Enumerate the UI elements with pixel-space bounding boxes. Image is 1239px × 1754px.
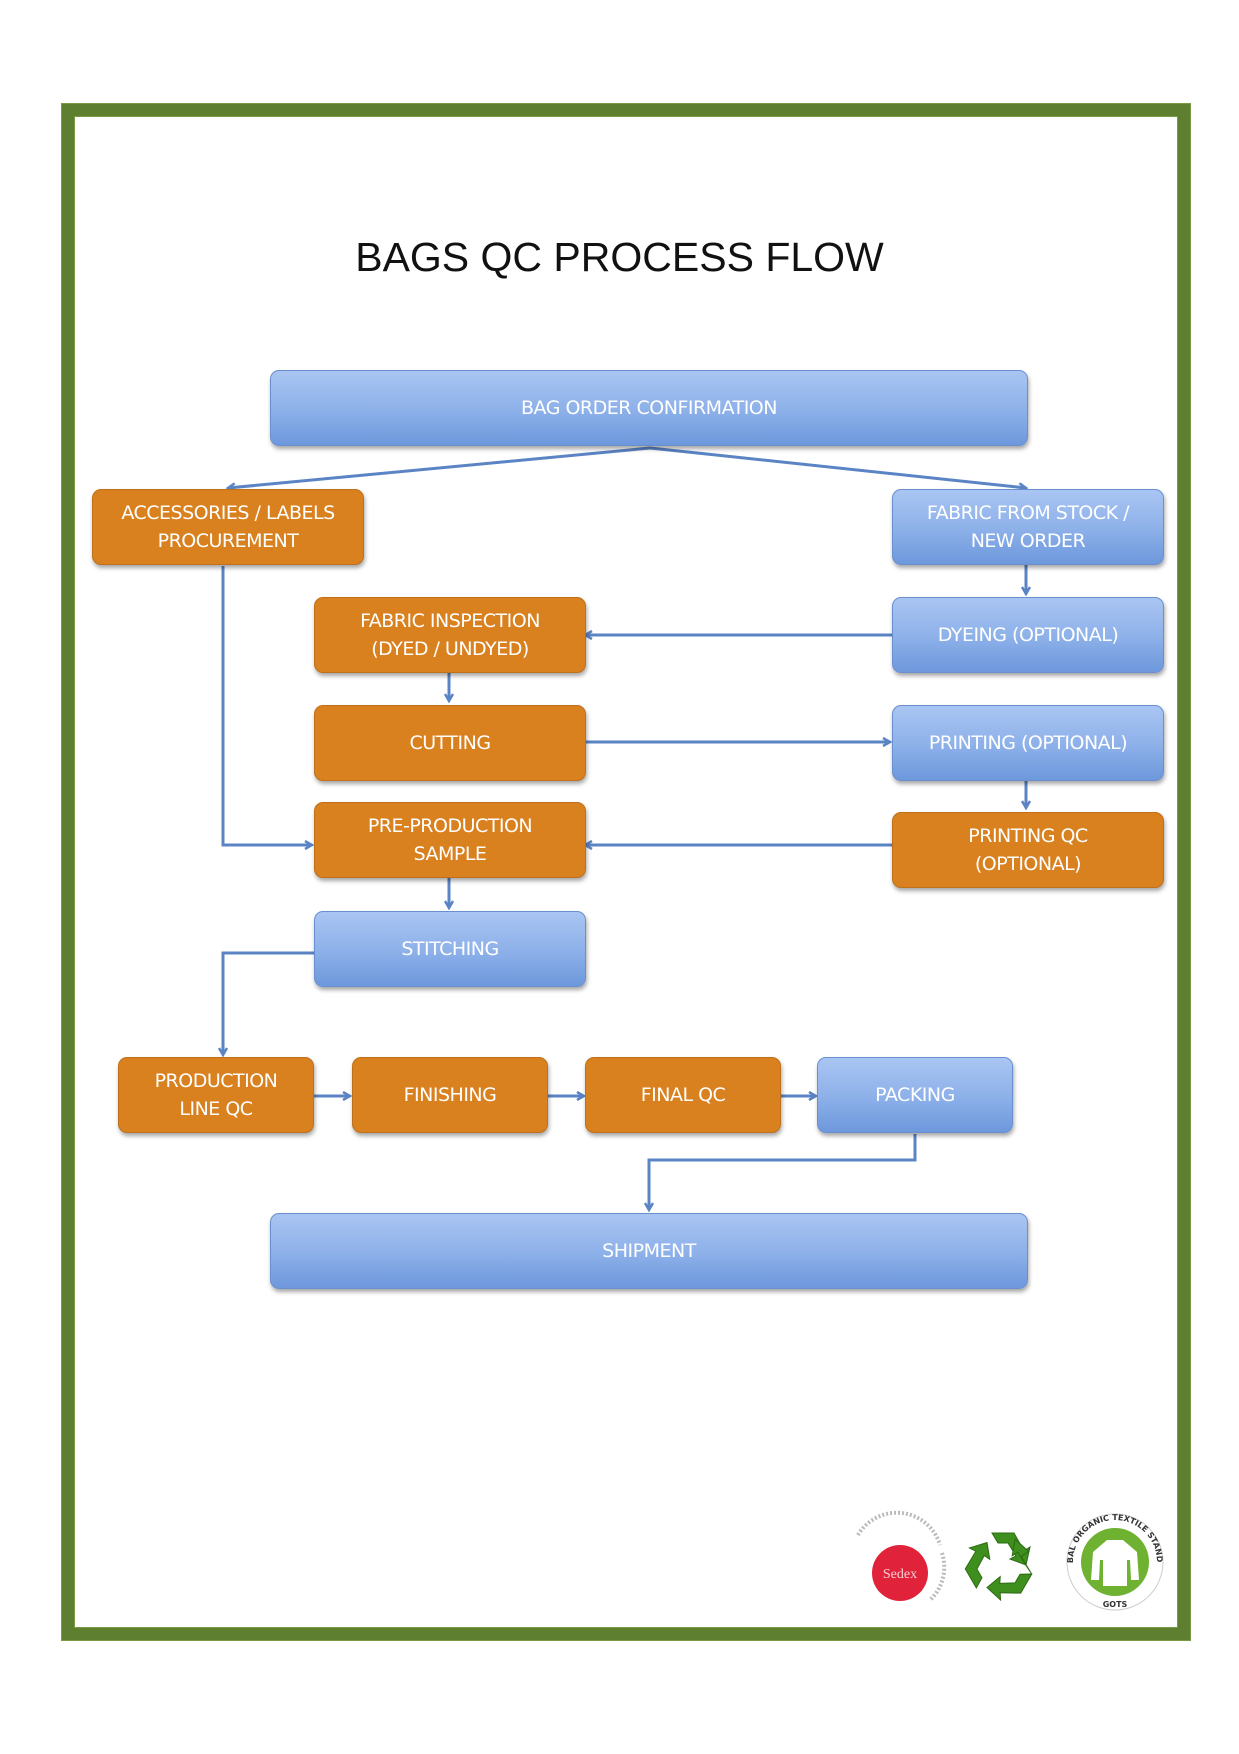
node-production-line-qc: PRODUCTION LINE QC xyxy=(118,1057,314,1133)
svg-text:GOTS: GOTS xyxy=(1103,1600,1128,1609)
node-fabric-from-stock: FABRIC FROM STOCK / NEW ORDER xyxy=(892,489,1164,565)
page-title: BAGS QC PROCESS FLOW xyxy=(355,234,884,280)
certification-logos: Sedex GLOBAL ORGANIC TEXTILE STANDARD GO… xyxy=(856,1510,1164,1611)
sedex-logo: Sedex xyxy=(856,1510,947,1602)
arrow-order-to-fabric xyxy=(649,446,1026,488)
node-fabric-inspection: FABRIC INSPECTION (DYED / UNDYED) xyxy=(314,597,586,673)
arrow-order-to-accessories xyxy=(228,446,651,488)
node-final-qc: FINAL QC xyxy=(585,1057,781,1133)
gots-logo: GLOBAL ORGANIC TEXTILE STANDARD GOTS xyxy=(1066,1513,1164,1611)
node-printing: PRINTING (OPTIONAL) xyxy=(892,705,1164,781)
node-dyeing: DYEING (OPTIONAL) xyxy=(892,597,1164,673)
node-pre-production-sample: PRE-PRODUCTION SAMPLE xyxy=(314,802,586,878)
node-finishing: FINISHING xyxy=(352,1057,548,1133)
node-printing-qc: PRINTING QC (OPTIONAL) xyxy=(892,812,1164,888)
node-stitching: STITCHING xyxy=(314,911,586,987)
node-bag-order-confirmation: BAG ORDER CONFIRMATION xyxy=(270,370,1028,446)
arrow-packing-to-shipment xyxy=(649,1134,917,1210)
arrow-stitching-to-lineqc xyxy=(223,951,314,1055)
page-border xyxy=(62,104,1190,1640)
node-accessories-labels-procurement: ACCESSORIES / LABELS PROCUREMENT xyxy=(92,489,364,565)
node-shipment: SHIPMENT xyxy=(270,1213,1028,1289)
recycle-icon xyxy=(964,1532,1033,1602)
svg-text:Sedex: Sedex xyxy=(883,1567,917,1582)
node-packing: PACKING xyxy=(817,1057,1013,1133)
arrow-accessories-to-preproduction xyxy=(221,566,312,845)
node-cutting: CUTTING xyxy=(314,705,586,781)
